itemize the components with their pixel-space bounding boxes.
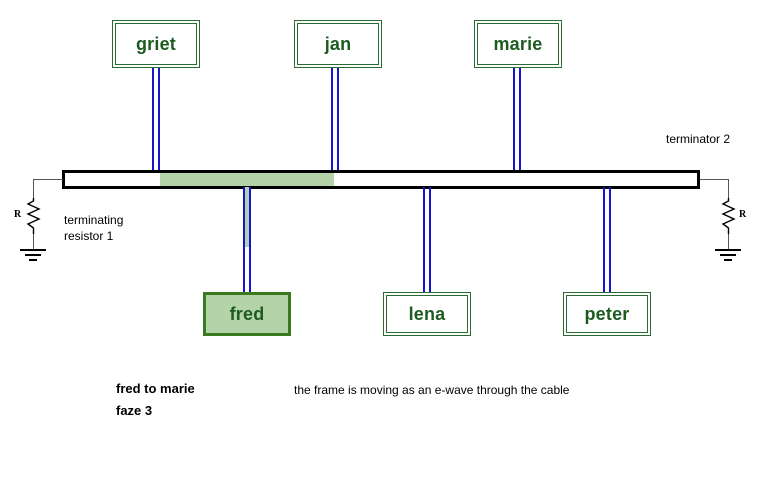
drop-cable-marie-line-right <box>519 68 521 172</box>
left-ground-symbol <box>20 249 46 262</box>
drop-cable-marie <box>513 68 521 172</box>
ground-bar-1 <box>20 249 46 251</box>
node-marie-label: marie <box>493 34 543 54</box>
node-jan-inner: jan <box>297 23 379 65</box>
node-marie-inner: marie <box>477 23 559 65</box>
left-terminator-wire-horizontal <box>33 179 63 180</box>
drop-cable-peter-line-left <box>603 187 605 292</box>
description-caption: the frame is moving as an e-wave through… <box>294 383 570 397</box>
drop-cable-fred <box>243 187 251 292</box>
node-marie[interactable]: marie <box>474 20 562 68</box>
ground-bar-3 <box>29 259 37 261</box>
drop-cable-lena <box>423 187 431 292</box>
left-resistor-symbol <box>25 198 42 234</box>
bus-cable <box>62 170 700 189</box>
right-ground-symbol <box>715 249 741 262</box>
left-resistor-label: R <box>14 209 22 220</box>
drop-cable-griet <box>152 68 160 172</box>
node-griet-inner: griet <box>115 23 197 65</box>
right-resistor-label: R <box>739 209 747 220</box>
node-peter-inner: peter <box>566 295 648 333</box>
flow-title-caption: fred to marie <box>116 381 195 396</box>
node-fred-label: fred <box>229 304 265 324</box>
node-lena-label: lena <box>408 304 446 324</box>
ground-bar-2 <box>720 254 736 256</box>
terminator-2-caption: terminator 2 <box>666 132 731 146</box>
node-peter[interactable]: peter <box>563 292 651 336</box>
node-lena-inner: lena <box>386 295 468 333</box>
left-terminator-wire-down-bottom <box>33 234 34 250</box>
right-terminator-wire-down-top <box>728 179 729 198</box>
drop-cable-fred-line-right <box>249 187 251 292</box>
node-fred[interactable]: fred <box>203 292 291 336</box>
e-wave-in-drop-fred <box>245 187 249 247</box>
terminating-resistor-1-caption-line1: terminating <box>64 213 124 227</box>
left-terminator-wire-down-top <box>33 179 34 198</box>
node-griet-label: griet <box>135 34 176 54</box>
terminating-resistor-1-caption-line2: resistor 1 <box>64 229 114 243</box>
drop-cable-jan-line-left <box>331 68 333 172</box>
node-jan-label: jan <box>324 34 352 54</box>
node-peter-label: peter <box>584 304 630 324</box>
drop-cable-marie-line-left <box>513 68 515 172</box>
drop-cable-lena-line-right <box>429 187 431 292</box>
drop-cable-peter <box>603 187 611 292</box>
ground-bar-3 <box>724 259 732 261</box>
drop-cable-griet-line-left <box>152 68 154 172</box>
drop-cable-lena-line-left <box>423 187 425 292</box>
node-jan[interactable]: jan <box>294 20 382 68</box>
drop-cable-peter-line-right <box>609 187 611 292</box>
phase-caption: faze 3 <box>116 403 153 418</box>
ground-bar-1 <box>715 249 741 251</box>
node-fred-inner: fred <box>206 295 288 333</box>
right-terminator-wire-horizontal <box>700 179 729 180</box>
drop-cable-griet-line-right <box>158 68 160 172</box>
drop-cable-jan <box>331 68 339 172</box>
drop-cable-jan-line-right <box>337 68 339 172</box>
drop-cable-fred-line-left <box>243 187 245 292</box>
node-lena[interactable]: lena <box>383 292 471 336</box>
right-resistor-symbol <box>720 198 737 234</box>
ground-bar-2 <box>25 254 41 256</box>
node-griet[interactable]: griet <box>112 20 200 68</box>
e-wave-segment <box>160 173 334 186</box>
right-terminator-wire-down-bottom <box>728 234 729 250</box>
